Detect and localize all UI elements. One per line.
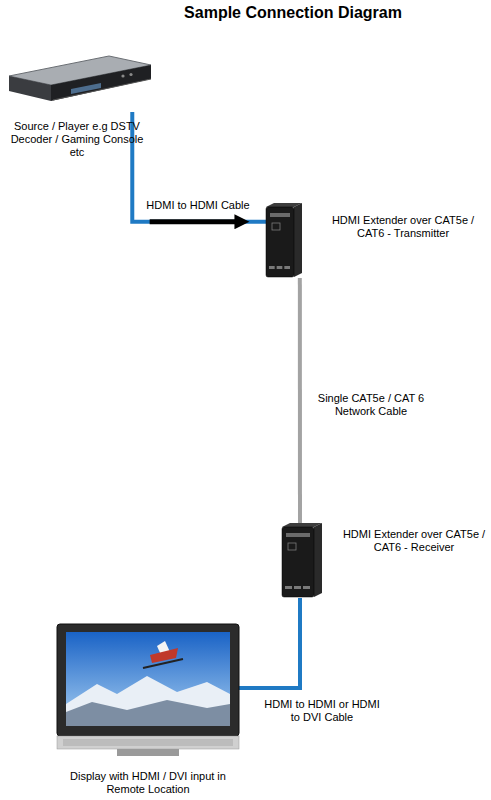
tv-speaker-band — [57, 736, 239, 749]
cable-connector — [132, 112, 266, 222]
screen-ridge — [66, 700, 230, 726]
cable-line — [239, 598, 300, 688]
extender-port — [284, 266, 290, 269]
cable-line — [132, 112, 266, 222]
extender-side — [314, 523, 322, 597]
display-screen: Display with HDMI / DVI input in Remote … — [57, 624, 239, 756]
extender-side — [294, 203, 302, 277]
tv-bezel — [57, 624, 239, 736]
cable-label: Single CAT5e / CAT 6 Network Cable — [306, 392, 436, 418]
tv-screen — [66, 632, 230, 726]
diagram-title: Sample Connection Diagram — [160, 3, 426, 23]
cable-label: HDMI to HDMI or HDMI to DVI Cable — [264, 698, 380, 724]
device-caption: HDMI Extender over CAT5e / CAT6 - Receiv… — [337, 528, 491, 554]
device-edge — [53, 79, 151, 100]
extender-port — [277, 266, 283, 269]
screen-ski — [143, 659, 183, 668]
cable-line — [298, 278, 302, 523]
device-side — [9, 76, 51, 101]
extender-label-plate — [270, 213, 290, 217]
direction-arrow — [150, 219, 242, 224]
transmitter-box: HDMI Extender over CAT5e / CAT6 - Transm… — [266, 203, 302, 278]
source-player: Source / Player e.g DSTV Decoder / Gamin… — [5, 52, 153, 112]
device-caption: HDMI Extender over CAT5e / CAT6 - Transm… — [328, 214, 478, 240]
tv-stand — [117, 749, 179, 756]
tv-speaker-grille — [63, 739, 233, 746]
receiver-box: HDMI Extender over CAT5e / CAT6 - Receiv… — [282, 523, 322, 598]
extender-logo — [272, 223, 280, 230]
device-display — [71, 83, 101, 94]
extender-port — [303, 586, 310, 589]
extender-front — [282, 527, 314, 597]
cable-connector — [299, 278, 300, 523]
device-front — [51, 65, 151, 101]
screen-mountains — [66, 676, 230, 726]
extender-front — [266, 207, 294, 277]
extender-port — [269, 266, 275, 269]
receiver-box-art — [282, 523, 322, 598]
source-player-art — [5, 52, 153, 112]
extender-port — [285, 586, 292, 589]
cable-connector — [239, 598, 300, 688]
extender-label-plate — [286, 533, 310, 537]
transmitter-box-art — [266, 203, 302, 278]
device-button — [129, 73, 132, 76]
extender-logo — [288, 543, 296, 550]
device-button — [121, 74, 124, 77]
display-screen-art — [57, 624, 239, 756]
device-caption: Source / Player e.g DSTV Decoder / Gamin… — [6, 120, 148, 159]
extender-port — [294, 586, 301, 589]
device-caption: Display with HDMI / DVI input in Remote … — [53, 770, 243, 796]
cable-label: HDMI to HDMI Cable — [142, 199, 254, 212]
